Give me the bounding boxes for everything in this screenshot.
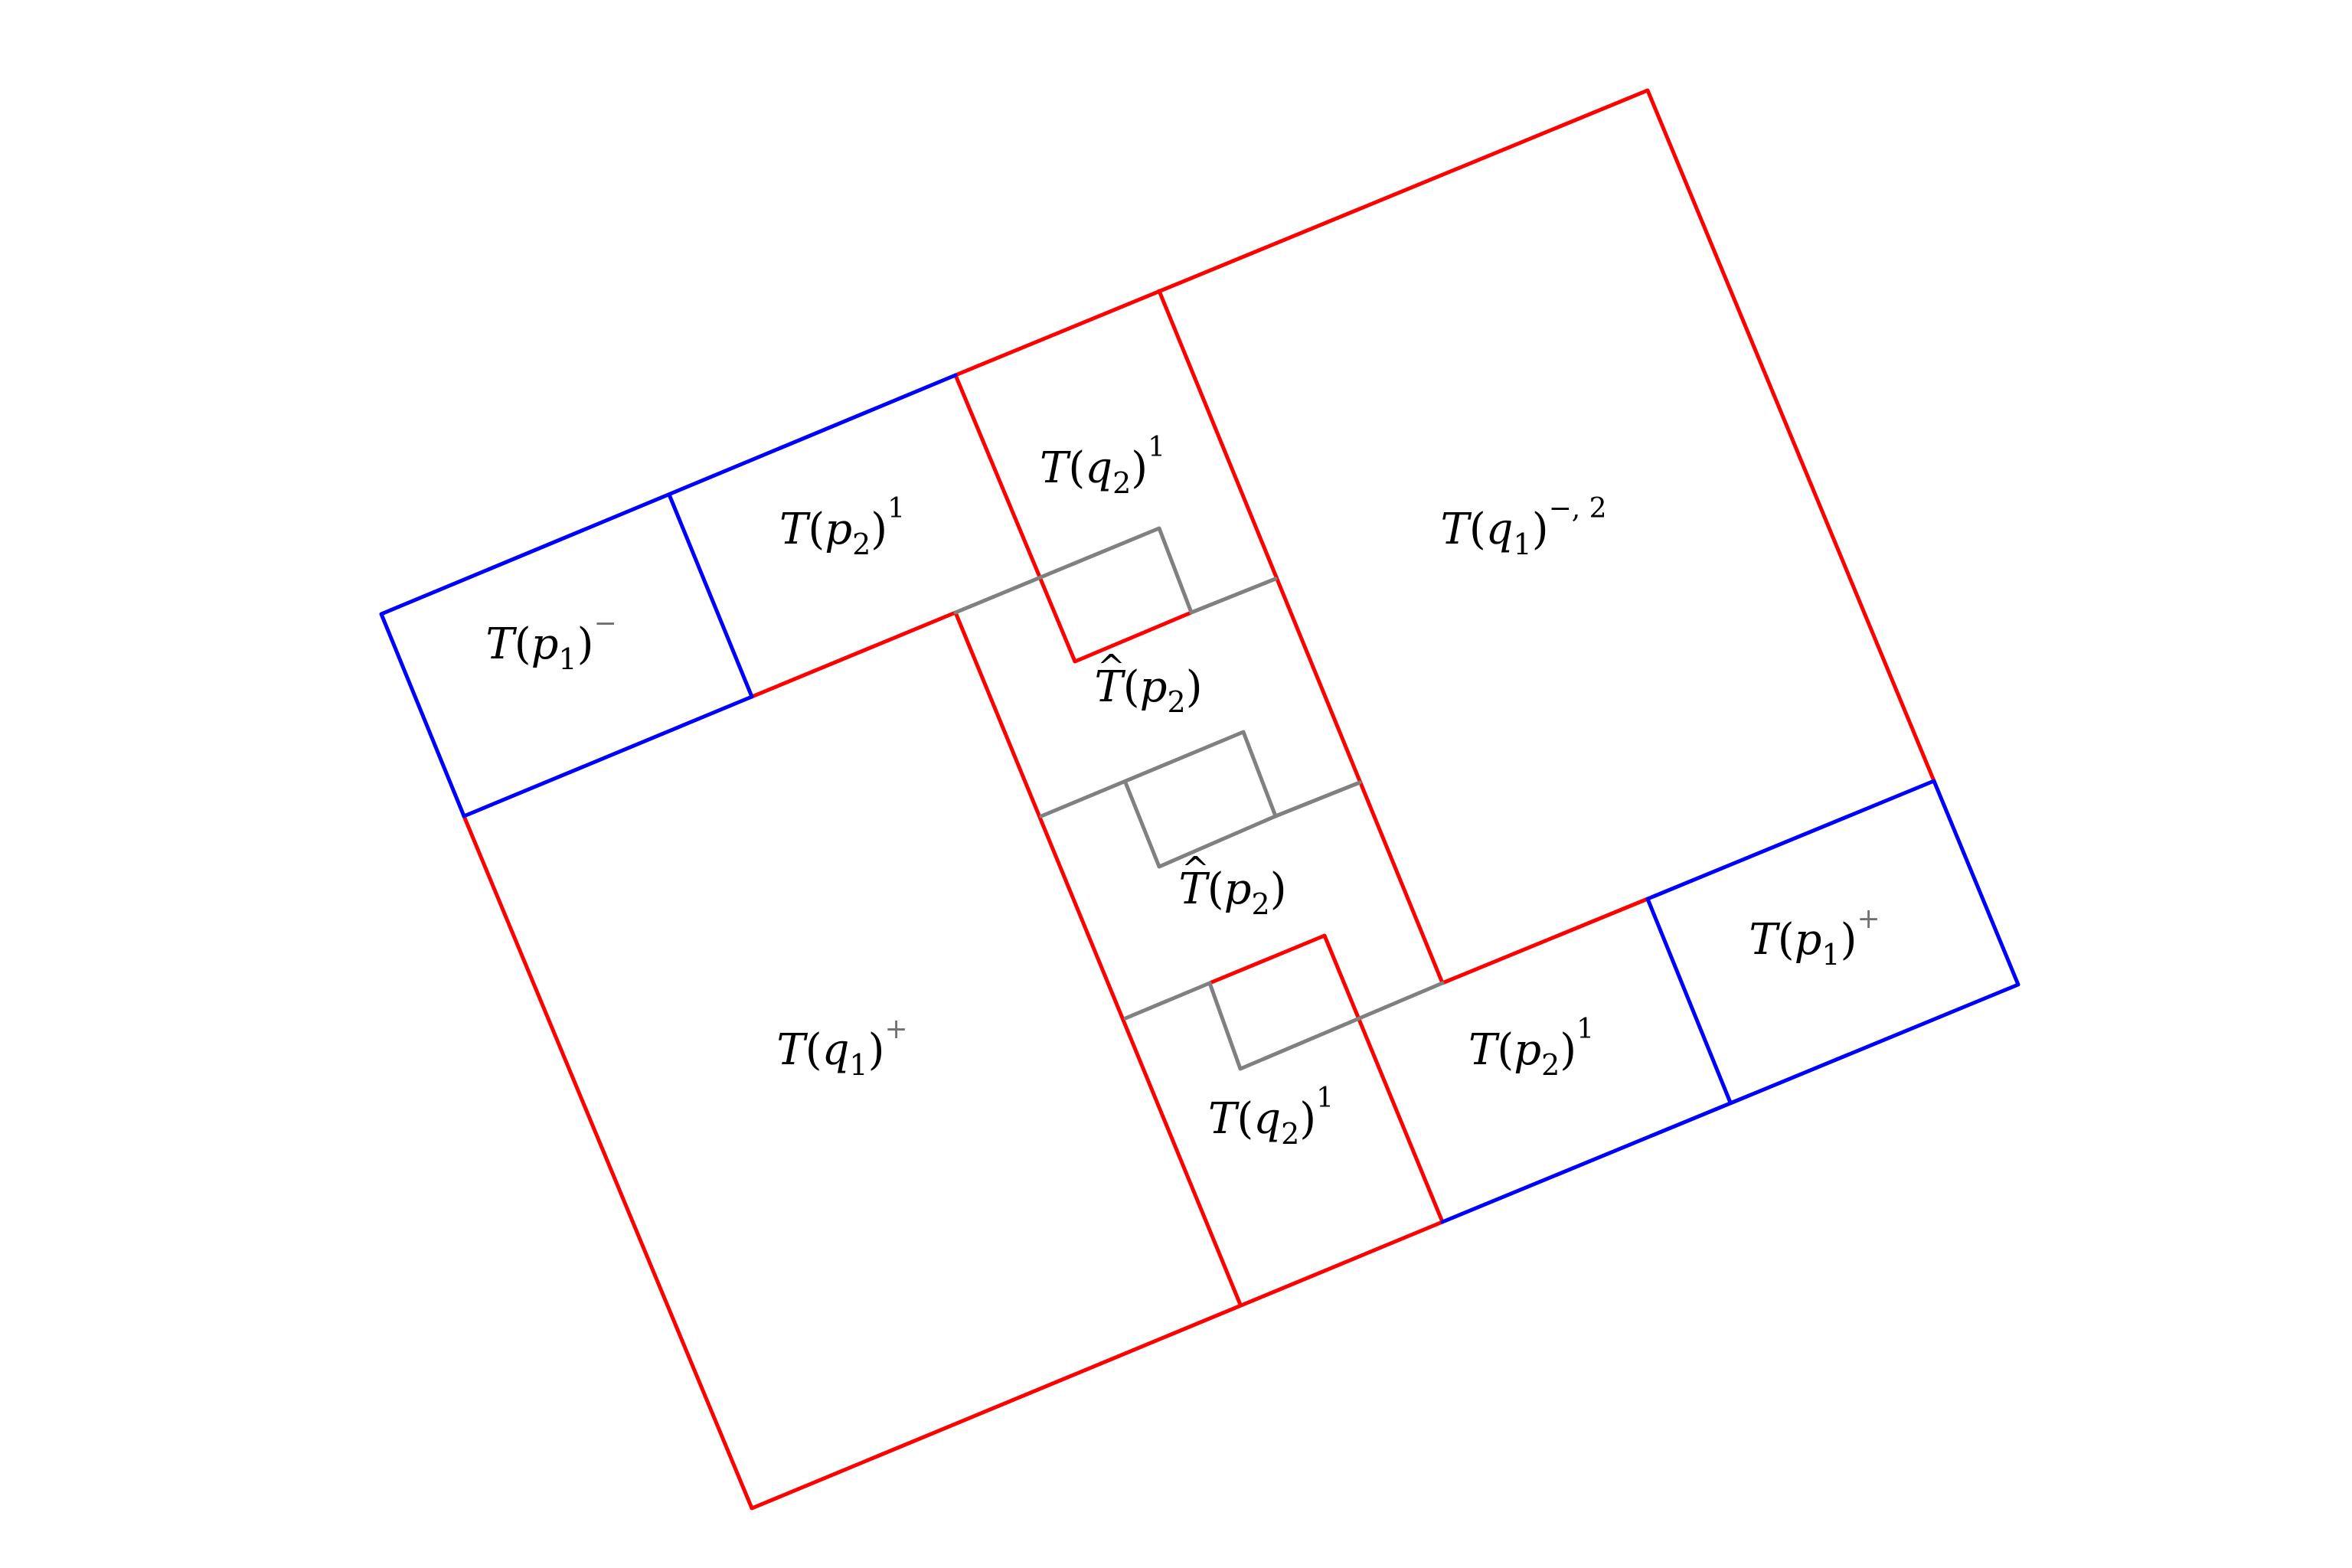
label-tp2-1-bottom: T(p2)1 <box>1468 1014 1594 1082</box>
outer-red-top-edge <box>953 88 1936 783</box>
blue-tp1-plus-divider <box>1645 897 1733 1105</box>
label-tp1-plus: T(p1)+ <box>1749 903 1880 972</box>
red-segment-top-middle <box>750 610 958 699</box>
label-tq2-1-top: T(q2)1 <box>1040 432 1165 500</box>
label-that-p2-bottom: T(p2) <box>1178 864 1286 921</box>
blue-tp1-plus-box <box>1440 779 2020 1224</box>
gray-lower-connector <box>1123 981 1445 1071</box>
label-hat-that-p2-bottom: ^ <box>1181 850 1210 889</box>
diagram-labels: T(p1)−T(p2)1T(q2)1T(q1)−, 2T(p2)^T(p2)^T… <box>485 432 1880 1151</box>
blue-tp1-minus-box <box>379 373 958 818</box>
gray-mid-connector <box>1039 730 1362 818</box>
outer-red-bottom-edge <box>462 814 1445 1511</box>
gray-top-connector <box>953 526 1278 615</box>
gray-mid-lower-box <box>1123 780 1278 869</box>
red-left-divider <box>953 610 1243 1307</box>
label-tq1-minus2: T(q1)−, 2 <box>1440 493 1606 561</box>
red-segment-right-middle <box>1440 897 1650 985</box>
red-tq2-top-left <box>953 373 1194 664</box>
red-tq2-top-right <box>1157 289 1445 985</box>
label-tq1-plus: T(q1)+ <box>776 1014 907 1082</box>
label-hat-that-p2-top: ^ <box>1097 648 1125 687</box>
red-tq2-bottom <box>1207 933 1445 1224</box>
blue-tp1-minus-divider <box>667 492 754 699</box>
label-tq2-1-bottom: T(q2)1 <box>1208 1083 1334 1151</box>
label-that-p2-top: T(p2) <box>1094 662 1202 719</box>
diagram-edges <box>379 88 2020 1511</box>
label-tp1-minus: T(p1)− <box>485 608 616 676</box>
label-tp2-1-top: T(p2)1 <box>779 493 905 561</box>
